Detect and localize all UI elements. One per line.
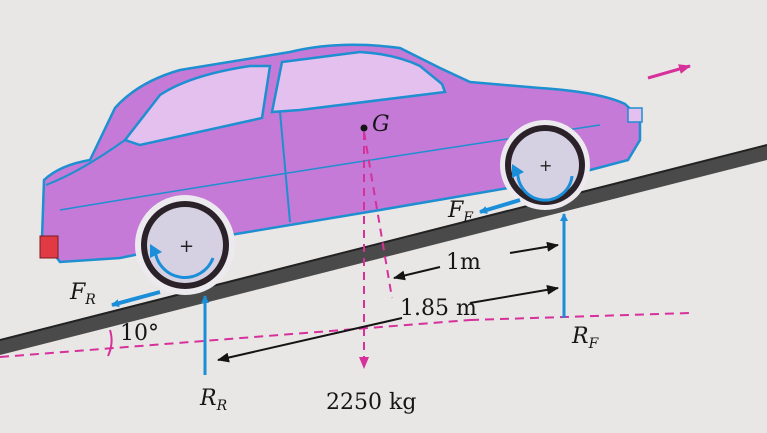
horizontal-reference-line bbox=[0, 319, 471, 358]
horizontal-reference-line-right bbox=[469, 312, 691, 321]
front-light bbox=[627, 107, 643, 123]
rear-hatch bbox=[45, 139, 126, 186]
cg-label: G bbox=[372, 112, 390, 137]
front-window bbox=[270, 50, 447, 114]
dimension-wheelbase-left bbox=[217, 317, 403, 363]
angle-arc bbox=[107, 329, 113, 357]
front-friction-arrow bbox=[479, 198, 521, 214]
svg-text:+: + bbox=[179, 236, 194, 257]
motion-arrow bbox=[647, 64, 691, 80]
dimension-1m-left bbox=[393, 266, 441, 281]
tail-light bbox=[39, 235, 59, 259]
rear-wheel: + bbox=[135, 195, 235, 295]
dimension-1m-right bbox=[509, 241, 559, 254]
cg-point bbox=[360, 124, 368, 132]
rear-reaction-label: RR bbox=[200, 386, 228, 414]
rear-window bbox=[122, 64, 272, 147]
angle-label: 10° bbox=[120, 321, 159, 346]
front-wheel: + bbox=[500, 120, 590, 210]
distance-wheelbase-label: 1.85 m bbox=[400, 296, 477, 321]
front-reaction-label: RF bbox=[572, 324, 599, 352]
weight-label: 2250 kg bbox=[326, 390, 417, 415]
rear-friction-arrow bbox=[111, 290, 161, 308]
door-line bbox=[279, 111, 291, 223]
front-friction-label: FF bbox=[448, 198, 473, 226]
dimension-wheelbase-right bbox=[469, 284, 559, 304]
cg-perpendicular bbox=[363, 131, 393, 299]
svg-text:+: + bbox=[539, 156, 552, 175]
rear-friction-label: FR bbox=[70, 280, 96, 308]
distance-1m-label: 1m bbox=[446, 250, 481, 275]
